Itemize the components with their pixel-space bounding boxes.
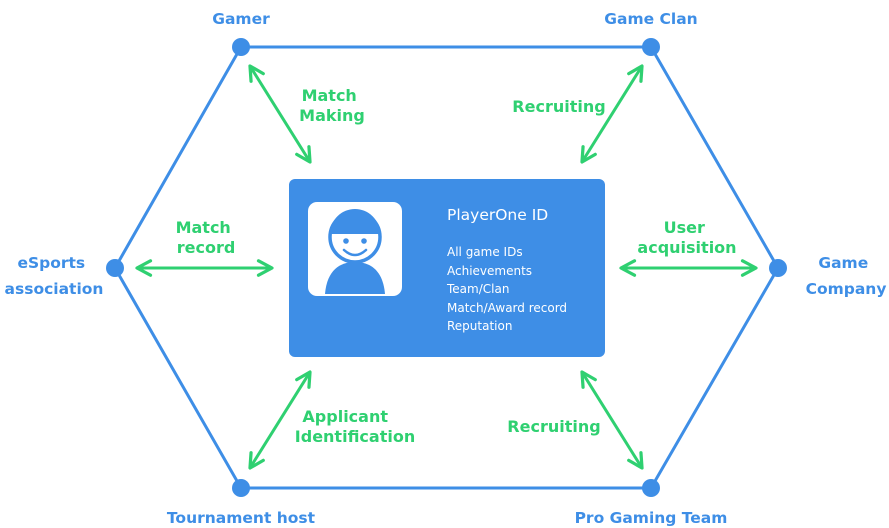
arrow-proteam-card bbox=[580, 370, 644, 470]
card-title: PlayerOne ID bbox=[447, 206, 548, 224]
node-dot-game-company bbox=[769, 259, 787, 277]
edge-label-match-making: Match Making bbox=[299, 86, 365, 125]
edge-label-recruiting-team: Recruiting bbox=[507, 417, 600, 436]
node-dot-tournament-host bbox=[232, 479, 250, 497]
arrow-gameclan-card bbox=[580, 64, 644, 164]
node-label-gamer: Gamer bbox=[212, 10, 270, 28]
card-item: Achievements bbox=[447, 264, 532, 278]
edge-label-user-acquisition: User acquisition bbox=[637, 218, 736, 257]
node-label-pro-gaming-team: Pro Gaming Team bbox=[575, 509, 728, 527]
card-item: Team/Clan bbox=[446, 282, 509, 296]
node-dot-esports bbox=[106, 259, 124, 277]
node-label-tournament-host: Tournament host bbox=[167, 509, 316, 527]
arrow-tournament-card bbox=[248, 370, 312, 470]
node-dot-pro-gaming-team bbox=[642, 479, 660, 497]
card-item-list: All game IDs Achievements Team/Clan Matc… bbox=[446, 245, 567, 333]
node-label-esports: eSports association bbox=[5, 254, 104, 298]
edge-label-match-record: Match record bbox=[176, 218, 237, 257]
edge-label-recruiting-clan: Recruiting bbox=[512, 97, 605, 116]
smiling-user-avatar-icon bbox=[308, 202, 402, 296]
node-dot-game-clan bbox=[642, 38, 660, 56]
arrow-gamer-card bbox=[248, 64, 312, 164]
card-item: Reputation bbox=[447, 319, 512, 333]
node-label-game-clan: Game Clan bbox=[604, 10, 697, 28]
card-item: Match/Award record bbox=[447, 301, 567, 315]
node-label-game-company: Game Company bbox=[806, 254, 887, 298]
node-dot-gamer bbox=[232, 38, 250, 56]
card-item: All game IDs bbox=[447, 245, 523, 259]
edge-label-applicant-identification: Applicant Identification bbox=[295, 407, 415, 446]
